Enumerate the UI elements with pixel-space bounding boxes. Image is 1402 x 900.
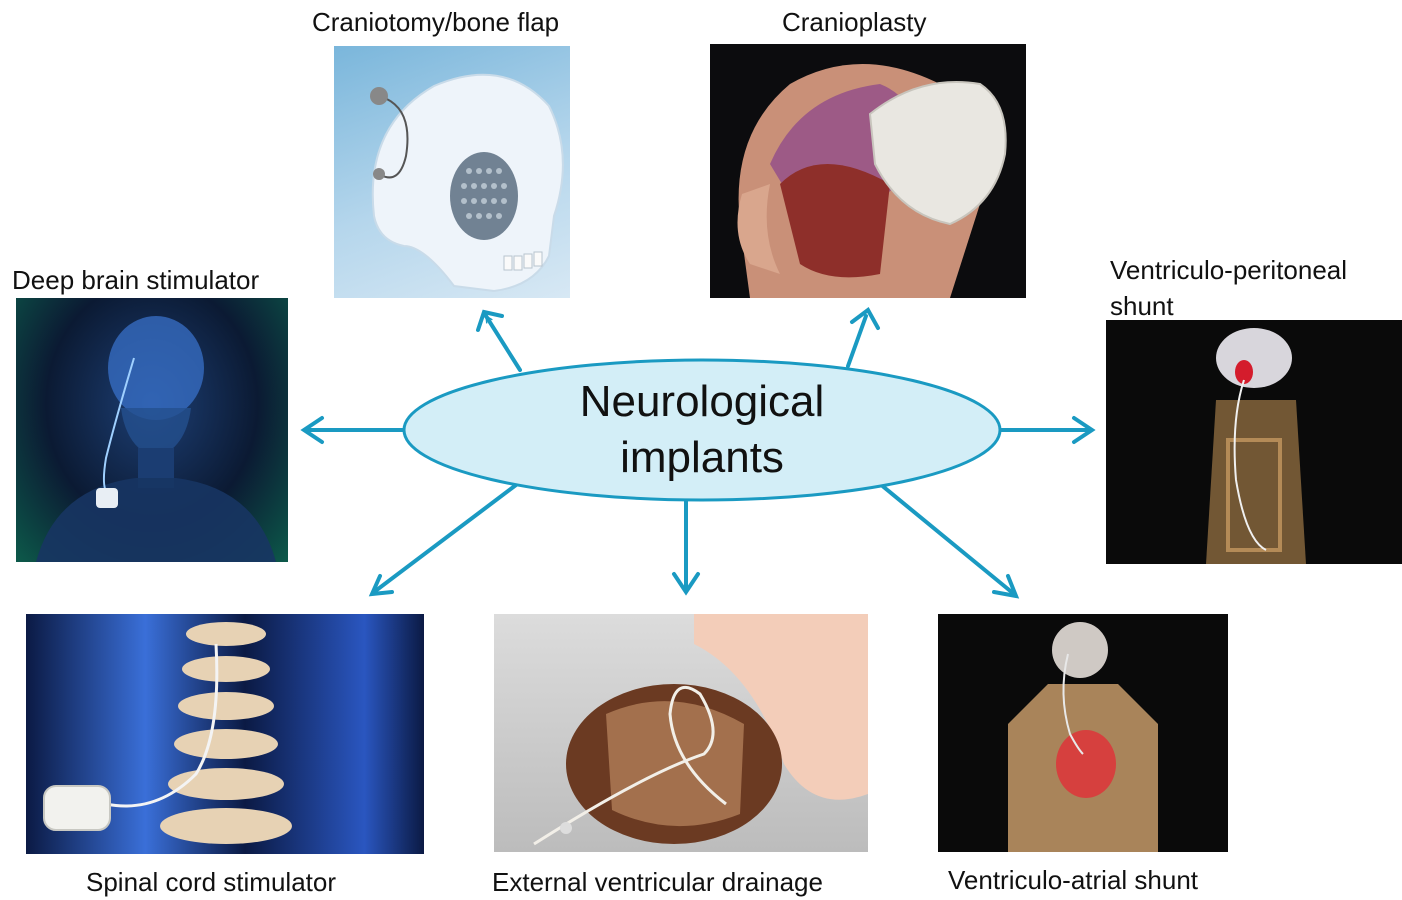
- arrow-to-scs: [374, 482, 520, 592]
- arrow-to-craniotomy: [486, 316, 520, 370]
- arrow-to-va-shunt: [880, 484, 1014, 594]
- center-title-line1: Neurological: [580, 377, 825, 426]
- center-title-line2: implants: [620, 433, 784, 482]
